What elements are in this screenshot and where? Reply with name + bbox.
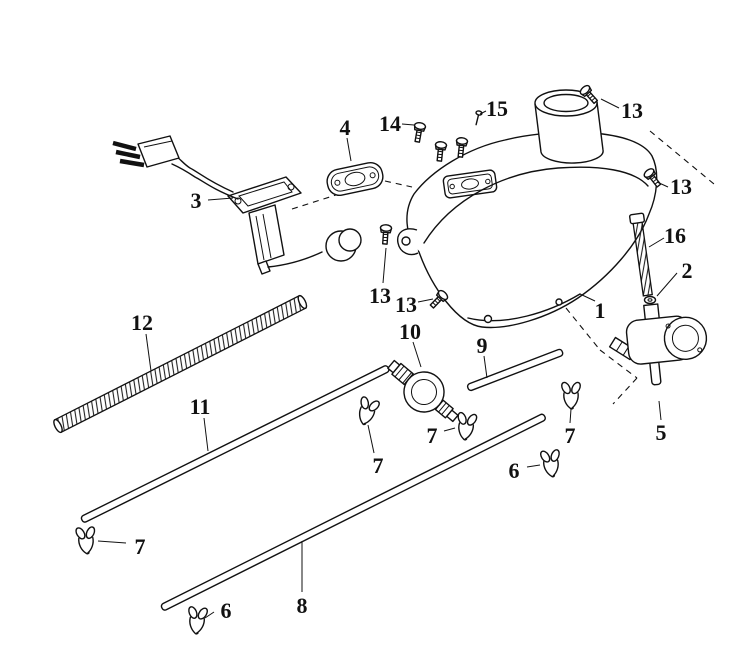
leader-line (600, 98, 620, 109)
part-label: 12 (131, 310, 153, 335)
sender-gasket (326, 161, 384, 197)
part-label: 4 (340, 115, 351, 140)
fuel-tank (397, 131, 658, 329)
leader-line (658, 400, 662, 421)
part-label: 7 (135, 534, 146, 559)
part-label: 13 (621, 98, 643, 123)
part-label: 6 (221, 598, 232, 623)
leader-line (648, 237, 665, 248)
leader-line (145, 333, 152, 372)
part-label: 13 (395, 292, 417, 317)
hose-8 (160, 413, 546, 611)
hose-clip-7 (559, 380, 583, 410)
leader-line (656, 181, 669, 188)
screw-13 (378, 223, 393, 246)
leader-line (479, 110, 487, 115)
part-label: 7 (373, 453, 384, 478)
part-label: 13 (369, 283, 391, 308)
part-label: 11 (190, 394, 211, 419)
leader-line (207, 197, 234, 201)
hose-clip-6 (184, 604, 211, 636)
leader-line (569, 408, 572, 424)
part-label: 16 (664, 223, 686, 248)
part-label: 5 (656, 420, 667, 445)
screw-14 (433, 140, 448, 163)
part-label: 14 (379, 111, 401, 136)
leader-line (443, 427, 456, 432)
part-label: 2 (682, 258, 693, 283)
fuel-valve-5 (608, 303, 708, 386)
hose-9 (466, 348, 564, 392)
part-label: 10 (399, 319, 421, 344)
leader-line (203, 417, 209, 452)
part-label: 1 (595, 298, 606, 323)
tank-top-plate (442, 169, 498, 199)
valve-inlet-tube-16 (629, 212, 653, 297)
float (325, 228, 362, 262)
part-label: 7 (427, 423, 438, 448)
hose-clip-7 (351, 393, 383, 429)
hose-clip-7 (73, 524, 99, 556)
leader-lines (97, 98, 678, 619)
leader-line (401, 123, 415, 126)
sender-wires (171, 155, 239, 200)
corrugated-sleeve-12 (53, 294, 308, 434)
leader-line (412, 341, 422, 368)
part-label: 8 (297, 593, 308, 618)
leader-line (526, 464, 541, 468)
leader-line (417, 298, 434, 303)
leader-line (382, 247, 387, 284)
part-labels: 13 15 14 4 13 3 16 2 13 13 1 12 10 9 11 … (131, 96, 693, 623)
part-label: 15 (486, 96, 508, 121)
filler-neck (534, 89, 604, 164)
leader-line (97, 540, 127, 544)
pin-15 (472, 109, 484, 127)
fuel-filter-10 (387, 359, 459, 423)
leader-line (367, 424, 375, 454)
wire-connector (112, 135, 180, 168)
part-label: 9 (477, 333, 488, 358)
leader-line (346, 137, 352, 162)
leader-line (483, 355, 488, 379)
leader-line (579, 293, 596, 302)
fuel-sender-unit (227, 176, 323, 275)
dashed-guides (291, 130, 715, 405)
leader-line (656, 272, 678, 297)
o-ring-2 (643, 295, 657, 305)
leader-line (204, 611, 215, 619)
part-label: 6 (509, 458, 520, 483)
part-label: 3 (191, 188, 202, 213)
hose-clip-6 (537, 447, 564, 479)
part-label: 13 (670, 174, 692, 199)
part-label: 7 (565, 423, 576, 448)
